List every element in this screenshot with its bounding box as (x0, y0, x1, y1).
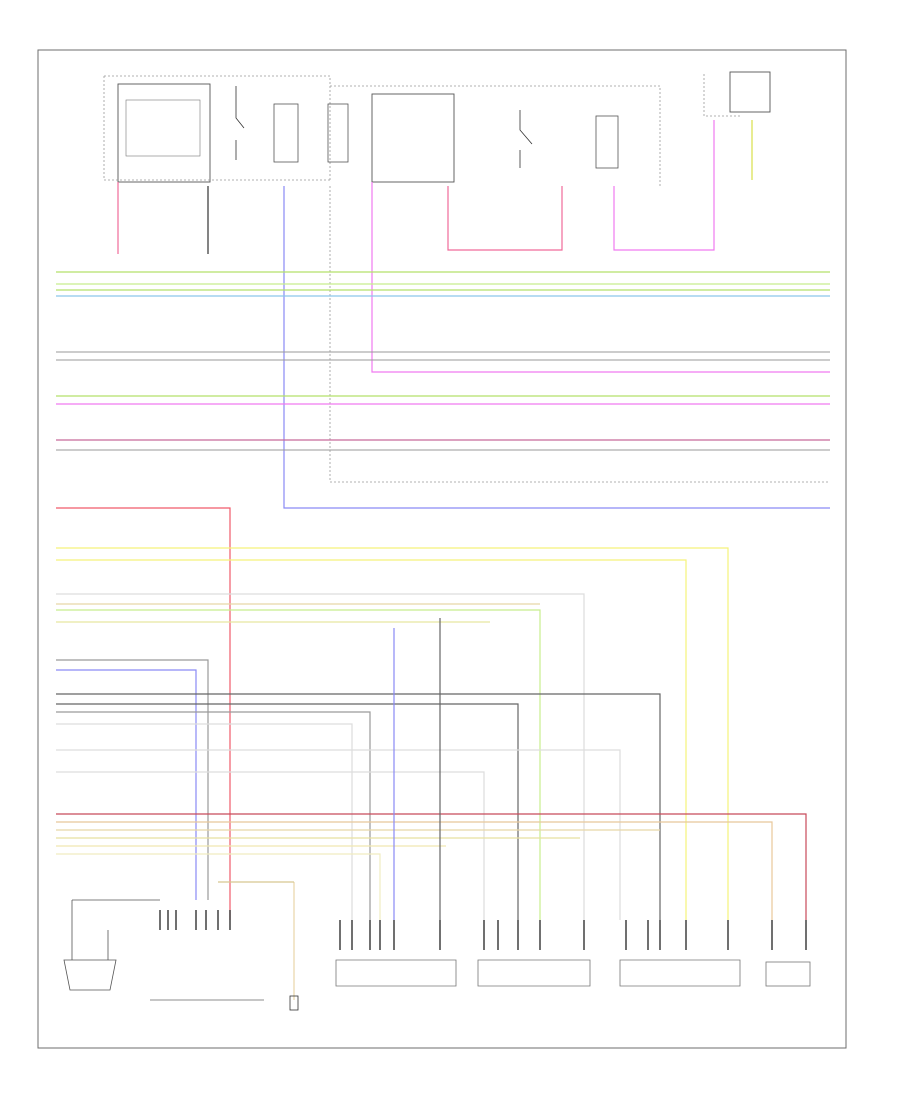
module-box-right (729, 71, 771, 113)
module-box-left (117, 83, 211, 183)
top-components (103, 71, 771, 186)
relay-coil-1 (273, 103, 299, 163)
top-vertical-wires (117, 120, 830, 509)
fuse (289, 995, 299, 1011)
component-4-body (765, 961, 811, 987)
connector-pins-module (159, 910, 231, 930)
component-1-body (335, 959, 457, 987)
component-1-pins (339, 920, 441, 950)
relay-switch-2 (519, 110, 533, 168)
diagram-frame (37, 49, 847, 1049)
module-box-center (371, 93, 455, 183)
bus-wires (56, 271, 830, 1000)
component-3-body (619, 959, 741, 987)
component-2-body (477, 959, 591, 987)
relay-coil-3 (595, 115, 619, 169)
component-4-pins (771, 920, 807, 950)
bottom-components (63, 899, 811, 1011)
component-2-pins (483, 920, 585, 950)
relay-switch-1 (235, 86, 245, 160)
component-3-pins (625, 920, 729, 950)
sensor-left (63, 899, 160, 991)
relay-coil-2 (327, 103, 349, 163)
module-inner-left (125, 99, 201, 157)
